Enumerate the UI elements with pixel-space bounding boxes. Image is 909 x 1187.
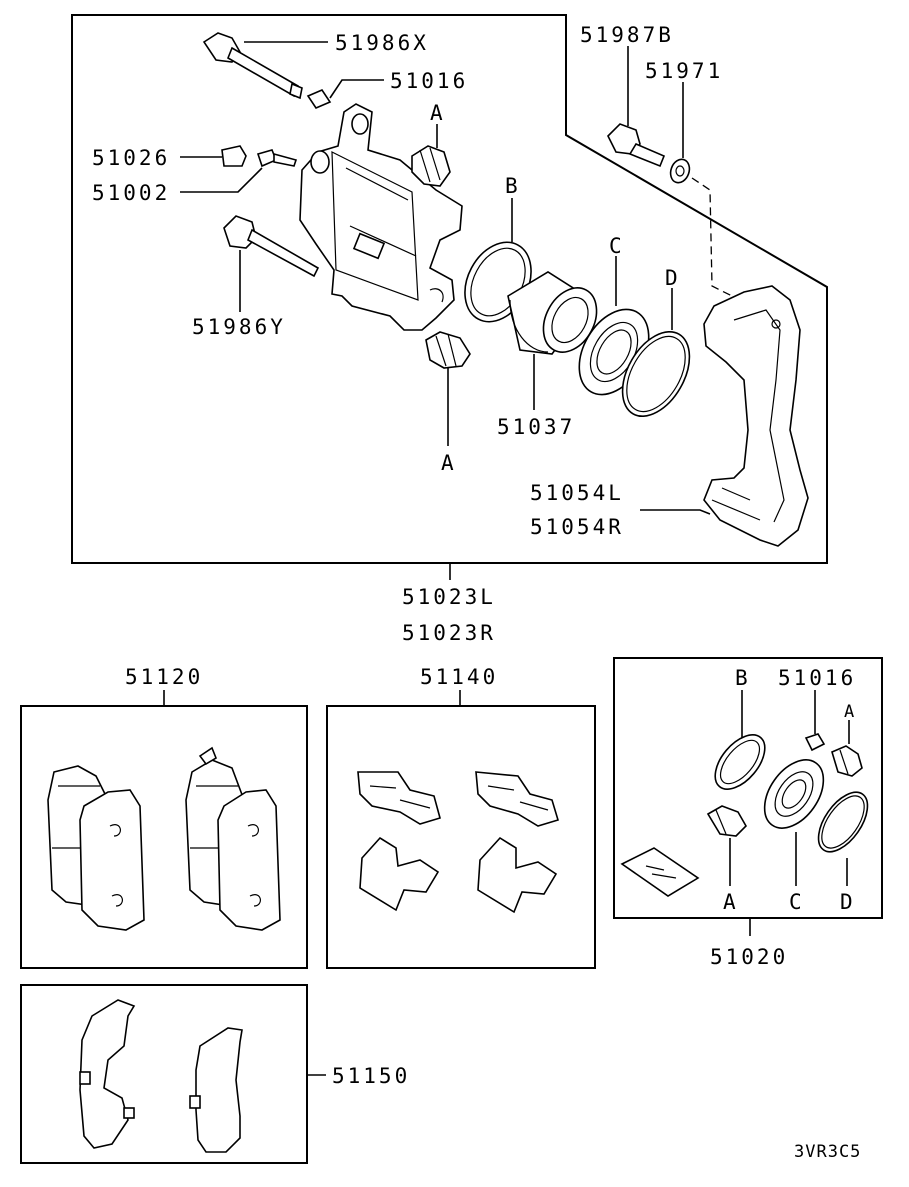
boot-a-lower[interactable] — [425, 331, 471, 369]
bolt-mount-guide — [691, 177, 733, 297]
label-a-lower: A — [441, 451, 457, 475]
bolt-51987b[interactable] — [607, 123, 666, 168]
part-number-51986x: 51986X — [335, 31, 429, 55]
kit-ring-d[interactable] — [809, 784, 877, 860]
guide-pin-x[interactable] — [202, 32, 303, 100]
kit-grease-packet[interactable] — [620, 847, 700, 897]
ring-d[interactable] — [609, 320, 703, 428]
kit-label-b: B — [735, 666, 751, 690]
kit-sleeve-51016[interactable] — [804, 733, 826, 752]
guide-pin-y[interactable] — [223, 215, 320, 278]
clip-set-box — [326, 705, 596, 969]
caliper-support-bracket[interactable] — [703, 285, 809, 547]
kit-label-d: D — [840, 890, 856, 914]
leader-51002 — [180, 167, 263, 193]
kit-boot-a-upper[interactable] — [831, 745, 863, 777]
kit-ring-b[interactable] — [706, 726, 775, 798]
label-b: B — [505, 174, 521, 198]
shim-set-box — [20, 984, 308, 1164]
leader-51016 — [329, 79, 384, 99]
part-number-51054r: 51054R — [530, 515, 624, 539]
kit-part-number-51016: 51016 — [778, 666, 856, 690]
kit-label-a-lower: A — [723, 890, 739, 914]
label-d: D — [665, 266, 681, 290]
cap-51026[interactable] — [221, 145, 247, 167]
pad-clip-set[interactable] — [357, 771, 559, 914]
caliper-assembly-frame — [71, 14, 828, 564]
kit-label-a-upper: A — [844, 702, 855, 722]
label-a-upper: A — [430, 101, 446, 125]
part-number-51026: 51026 — [92, 146, 170, 170]
kit-boot-a-lower[interactable] — [706, 805, 747, 837]
pad-shim-set[interactable] — [79, 999, 243, 1153]
piston-51037[interactable] — [507, 271, 607, 361]
part-number-51002: 51002 — [92, 181, 170, 205]
brake-pad-set[interactable] — [47, 746, 281, 931]
kit-seal-c[interactable] — [753, 749, 836, 839]
part-number-51016: 51016 — [390, 69, 468, 93]
part-number-51120: 51120 — [125, 665, 203, 689]
part-number-51023r: 51023R — [402, 621, 496, 645]
seal-kit-box — [613, 657, 883, 919]
pad-set-box — [20, 705, 308, 969]
part-number-51150: 51150 — [332, 1064, 410, 1088]
washer-51971[interactable] — [667, 157, 692, 186]
label-c: C — [609, 234, 625, 258]
sleeve-51016[interactable] — [306, 89, 332, 109]
part-number-51037: 51037 — [497, 415, 575, 439]
part-number-51987b: 51987B — [580, 23, 674, 47]
part-number-51971: 51971 — [645, 59, 723, 83]
caliper-body[interactable] — [299, 103, 463, 331]
boot-a-upper[interactable] — [411, 145, 451, 187]
part-number-51023l: 51023L — [402, 585, 496, 609]
bleeder-screw-51002[interactable] — [256, 149, 298, 168]
kit-label-c: C — [789, 890, 805, 914]
diagram-reference-code: 3VR3C5 — [794, 1142, 861, 1162]
leader-51054 — [640, 509, 711, 515]
part-number-51054l: 51054L — [530, 481, 624, 505]
part-number-51140: 51140 — [420, 665, 498, 689]
part-number-51986y: 51986Y — [192, 315, 286, 339]
part-number-51020: 51020 — [710, 945, 788, 969]
